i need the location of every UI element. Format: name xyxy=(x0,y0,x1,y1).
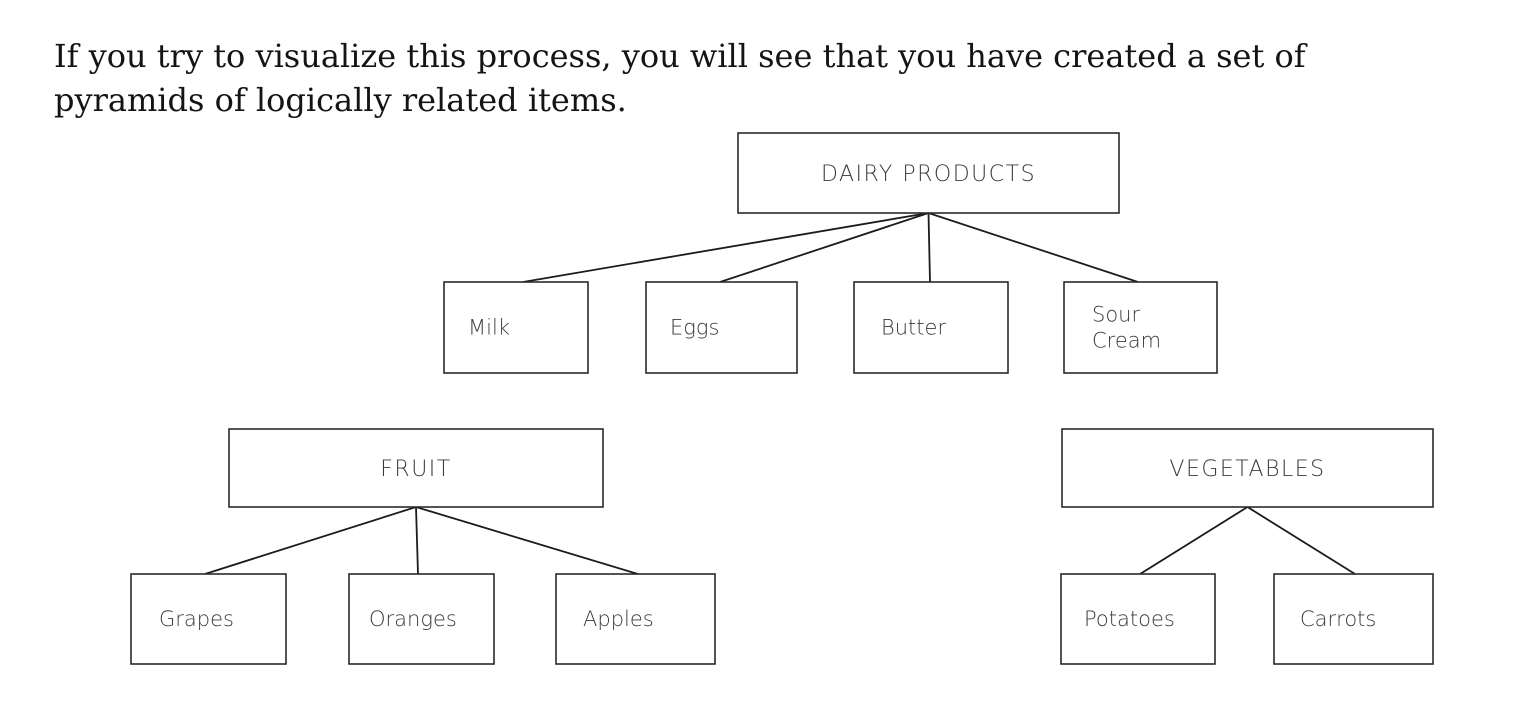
category-box-frame xyxy=(228,428,604,508)
category-box: DAIRY PRODUCTS xyxy=(737,132,1120,214)
item-label: Eggs xyxy=(670,316,719,340)
item-box: Oranges xyxy=(348,573,495,665)
connector-line xyxy=(927,212,931,283)
item-label: Sour xyxy=(1092,303,1140,327)
category-label: DAIRY PRODUCTS xyxy=(821,162,1036,187)
item-label: Carrots xyxy=(1300,607,1376,631)
item-box: Butter xyxy=(853,281,1009,374)
category-box: VEGETABLES xyxy=(1061,428,1434,508)
connector-line xyxy=(928,212,1139,283)
category-box-frame xyxy=(1061,428,1434,508)
item-box: Eggs xyxy=(645,281,798,374)
pyramid-fruit: FRUIT Grapes Oranges Apples xyxy=(130,428,716,665)
item-box-frame xyxy=(130,573,287,665)
category-label: VEGETABLES xyxy=(1169,457,1325,482)
connector-line xyxy=(522,212,929,283)
item-box: Potatoes xyxy=(1060,573,1216,665)
item-label: Butter xyxy=(881,316,946,340)
item-box: Carrots xyxy=(1273,573,1434,665)
connector-line xyxy=(204,506,417,575)
item-box-frame xyxy=(443,281,589,374)
connector-line xyxy=(415,506,639,575)
intro-line-1: If you try to visualize this process, yo… xyxy=(54,37,1306,75)
item-box: Grapes xyxy=(130,573,287,665)
item-label: Milk xyxy=(468,316,510,340)
connector-line xyxy=(1139,506,1248,575)
category-box: FRUIT xyxy=(228,428,604,508)
item-box-frame xyxy=(348,573,495,665)
connector-line xyxy=(415,506,419,575)
pyramid-vegetables: VEGETABLES Potatoes Carrots xyxy=(1060,428,1434,665)
item-box-frame xyxy=(645,281,798,374)
intro-paragraph: If you try to visualize this process, yo… xyxy=(54,34,1494,122)
category-box-frame xyxy=(737,132,1120,214)
item-box-frame xyxy=(1060,573,1216,665)
item-box: Apples xyxy=(555,573,716,665)
item-box-frame xyxy=(1063,281,1218,374)
item-box-frame xyxy=(555,573,716,665)
item-label: Apples xyxy=(583,607,654,631)
item-box-frame xyxy=(853,281,1009,374)
connector-line xyxy=(1247,506,1356,575)
connector-line xyxy=(719,212,929,283)
intro-line-2: pyramids of logically related items. xyxy=(54,81,627,119)
category-label: FRUIT xyxy=(380,457,451,482)
item-box-frame xyxy=(1273,573,1434,665)
item-label: Grapes xyxy=(159,607,234,631)
item-box: Milk xyxy=(443,281,589,374)
item-label: Oranges xyxy=(369,607,457,631)
item-label: Potatoes xyxy=(1084,607,1175,631)
item-label: Cream xyxy=(1092,329,1161,353)
